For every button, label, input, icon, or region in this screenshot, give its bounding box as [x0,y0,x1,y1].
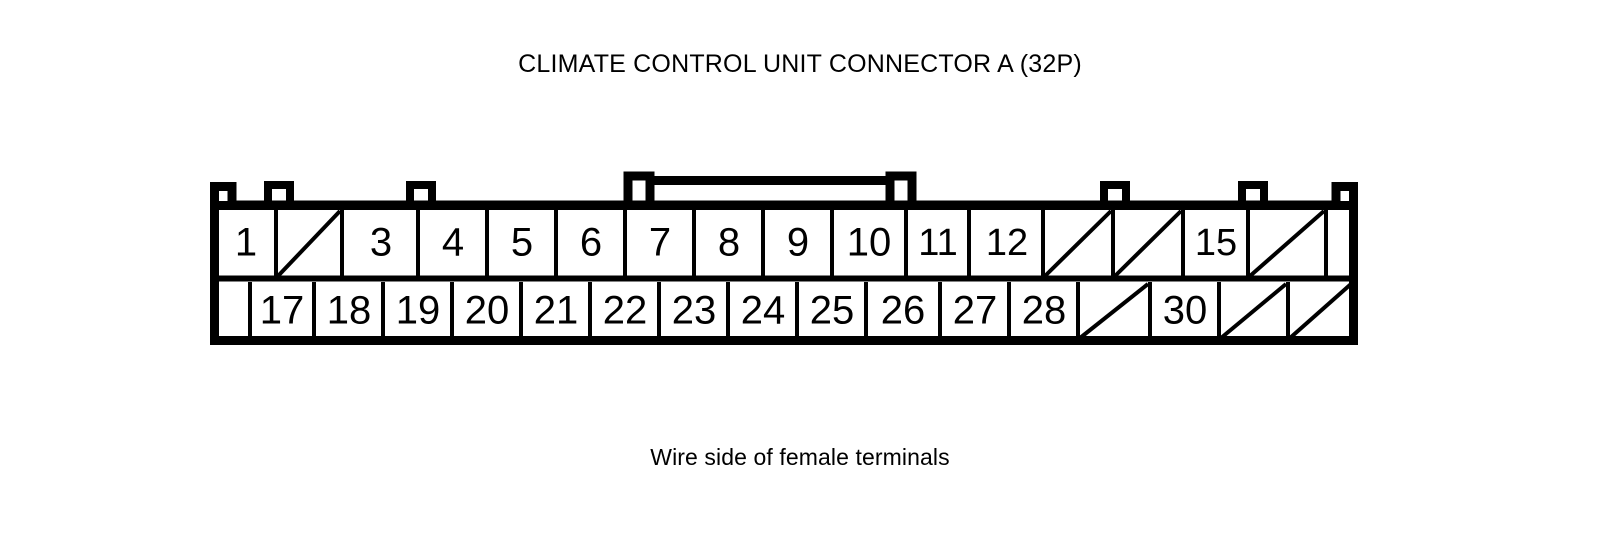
pin-label-12: 12 [986,222,1028,264]
pin-label-7: 7 [649,221,671,265]
tab-icon-2 [406,181,436,205]
bottom-row-cells [248,282,1290,339]
pin-label-1: 1 [235,221,257,265]
pin-label-18: 18 [327,289,372,333]
bottom-row-labels: 17 18 19 20 21 22 23 24 25 26 27 28 30 [260,289,1208,333]
pin-label-30: 30 [1163,289,1208,333]
pin-label-8: 8 [718,221,740,265]
pin-label-9: 9 [787,221,809,265]
center-latch-bracket [623,171,917,205]
pin-label-19: 19 [396,289,441,333]
tab-icon-1 [264,181,294,205]
pin-label-10: 10 [847,221,892,265]
diagram-title: CLIMATE CONTROL UNIT CONNECTOR A (32P) [518,50,1082,78]
locking-tabs [264,181,1268,205]
pin-label-21: 21 [534,289,579,333]
pin-label-23: 23 [672,289,717,333]
pin-label-24: 24 [741,289,786,333]
latch-post-right [885,171,917,205]
blank-slash-pin-29 [1078,282,1150,340]
pin-label-15: 15 [1195,222,1237,264]
pin-label-25: 25 [810,289,855,333]
pin-label-6: 6 [580,221,602,265]
pin-label-22: 22 [603,289,648,333]
blank-slash-pin-16 [1248,209,1326,278]
pin-label-5: 5 [511,221,533,265]
blank-slash-pin-31 [1219,282,1288,340]
pin-label-26: 26 [881,289,926,333]
pin-label-11: 11 [918,222,957,264]
latch-post-left [623,171,655,205]
blank-slash-pin-13 [1043,209,1113,278]
blank-slash-pin-32 [1288,282,1353,340]
pin-label-4: 4 [442,221,464,265]
blank-slash-pin-2 [276,209,342,278]
diagram-caption: Wire side of female terminals [650,444,950,470]
tab-icon-3 [1100,181,1130,205]
blank-slash-pin-14 [1113,209,1183,278]
pin-label-17: 17 [260,289,305,333]
pin-label-27: 27 [953,289,998,333]
tab-icon-4 [1238,181,1268,205]
bottom-row-blank-slashes [1078,282,1353,340]
pin-label-28: 28 [1022,289,1067,333]
pin-label-3: 3 [370,221,392,265]
top-row-cells [274,209,1328,277]
top-row-labels: 1 3 4 5 6 7 8 9 10 11 12 15 [235,221,1237,265]
top-row-blank-slashes [276,209,1326,278]
pin-label-20: 20 [465,289,510,333]
